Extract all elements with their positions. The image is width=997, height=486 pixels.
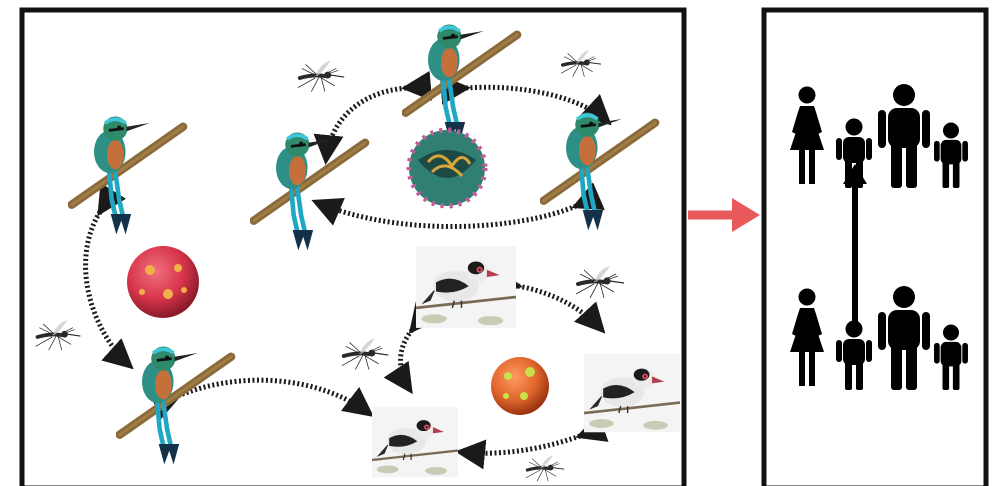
arrow-right-to-left bbox=[311, 182, 605, 230]
transmission-arrow-vertical bbox=[843, 164, 867, 328]
tityra-3 bbox=[372, 405, 458, 479]
arrow-top-to-right bbox=[439, 74, 612, 126]
arrow-tityra-vertical bbox=[383, 301, 440, 395]
virus-orange bbox=[491, 357, 549, 415]
cycle-arrows bbox=[83, 70, 612, 470]
tityra-1 bbox=[416, 244, 516, 330]
arrow-tityra-right bbox=[490, 266, 606, 334]
connector-arrow-head bbox=[732, 198, 760, 232]
virus-green-cutaway bbox=[406, 127, 488, 209]
tityra-2 bbox=[584, 352, 680, 434]
right-panel-frame bbox=[761, 7, 989, 486]
arrow-tityra-bottom bbox=[455, 413, 609, 470]
arrow-top-left-to-top bbox=[313, 70, 433, 165]
arrow-motmot-vertical bbox=[83, 182, 134, 370]
virus-pink bbox=[127, 246, 199, 318]
